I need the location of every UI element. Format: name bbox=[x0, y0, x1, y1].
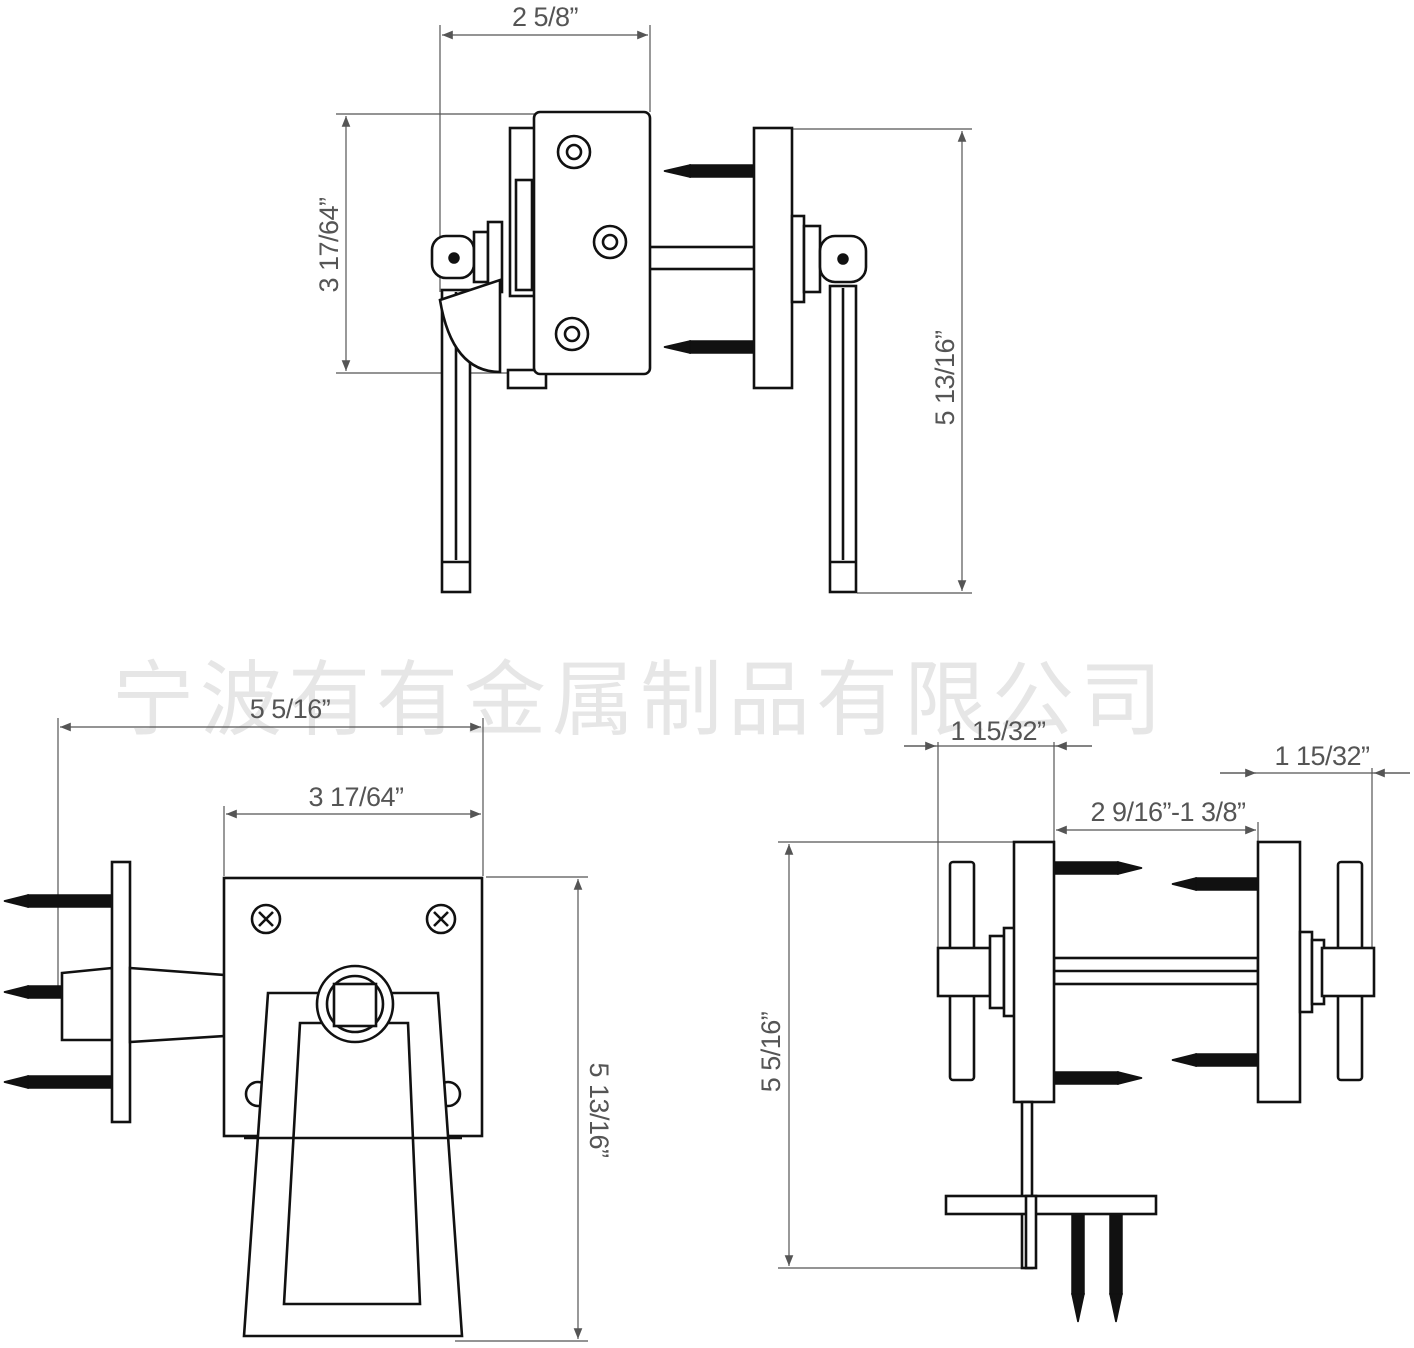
front-neck bbox=[128, 966, 226, 1044]
lever-crook bbox=[438, 278, 502, 374]
pull-handle-inner bbox=[282, 1021, 422, 1306]
front-nail-lower bbox=[27, 1075, 115, 1089]
latch-tongue bbox=[506, 368, 548, 390]
front-overall-width-label: 5 5/16” bbox=[250, 694, 331, 724]
side-view: 1 15/32” 1 15/32” 2 9/16”-1 3/8” 5 5/16” bbox=[756, 716, 1410, 1323]
nail-lower bbox=[689, 340, 757, 354]
nail-upper bbox=[689, 164, 757, 178]
front-view: 5 5/16” 3 17/64” 5 13/16” bbox=[3, 694, 614, 1342]
top-mounting-plate bbox=[532, 110, 652, 376]
side-right-hub bbox=[1320, 946, 1376, 998]
top-overall-height-label: 5 13/16” bbox=[930, 330, 960, 425]
side-left-rose bbox=[1012, 840, 1056, 1104]
side-left-offset-label: 1 15/32” bbox=[950, 716, 1045, 746]
side-right-offset-label: 1 15/32” bbox=[1274, 741, 1369, 771]
strike-plate bbox=[944, 1194, 1158, 1216]
front-rose-edge bbox=[110, 860, 132, 1124]
front-height-label: 5 13/16” bbox=[584, 1062, 614, 1157]
top-view: 2 5/8” 3 17/64” 5 13/16” bbox=[314, 2, 972, 594]
side-left-hub bbox=[936, 946, 992, 998]
top-height-label: 3 17/64” bbox=[314, 197, 344, 292]
side-height-label: 5 5/16” bbox=[756, 1012, 786, 1093]
front-nail-upper bbox=[27, 894, 115, 908]
right-rose-plate bbox=[752, 126, 794, 390]
watermark-text: 宁波有有金属制品有限公司 bbox=[112, 653, 1168, 748]
top-width-label: 2 5/8” bbox=[512, 2, 578, 32]
spindle bbox=[646, 245, 758, 271]
front-plate-width-label: 3 17/64” bbox=[308, 782, 403, 812]
side-right-rose bbox=[1256, 840, 1302, 1104]
side-door-range-label: 2 9/16”-1 3/8” bbox=[1090, 797, 1245, 827]
